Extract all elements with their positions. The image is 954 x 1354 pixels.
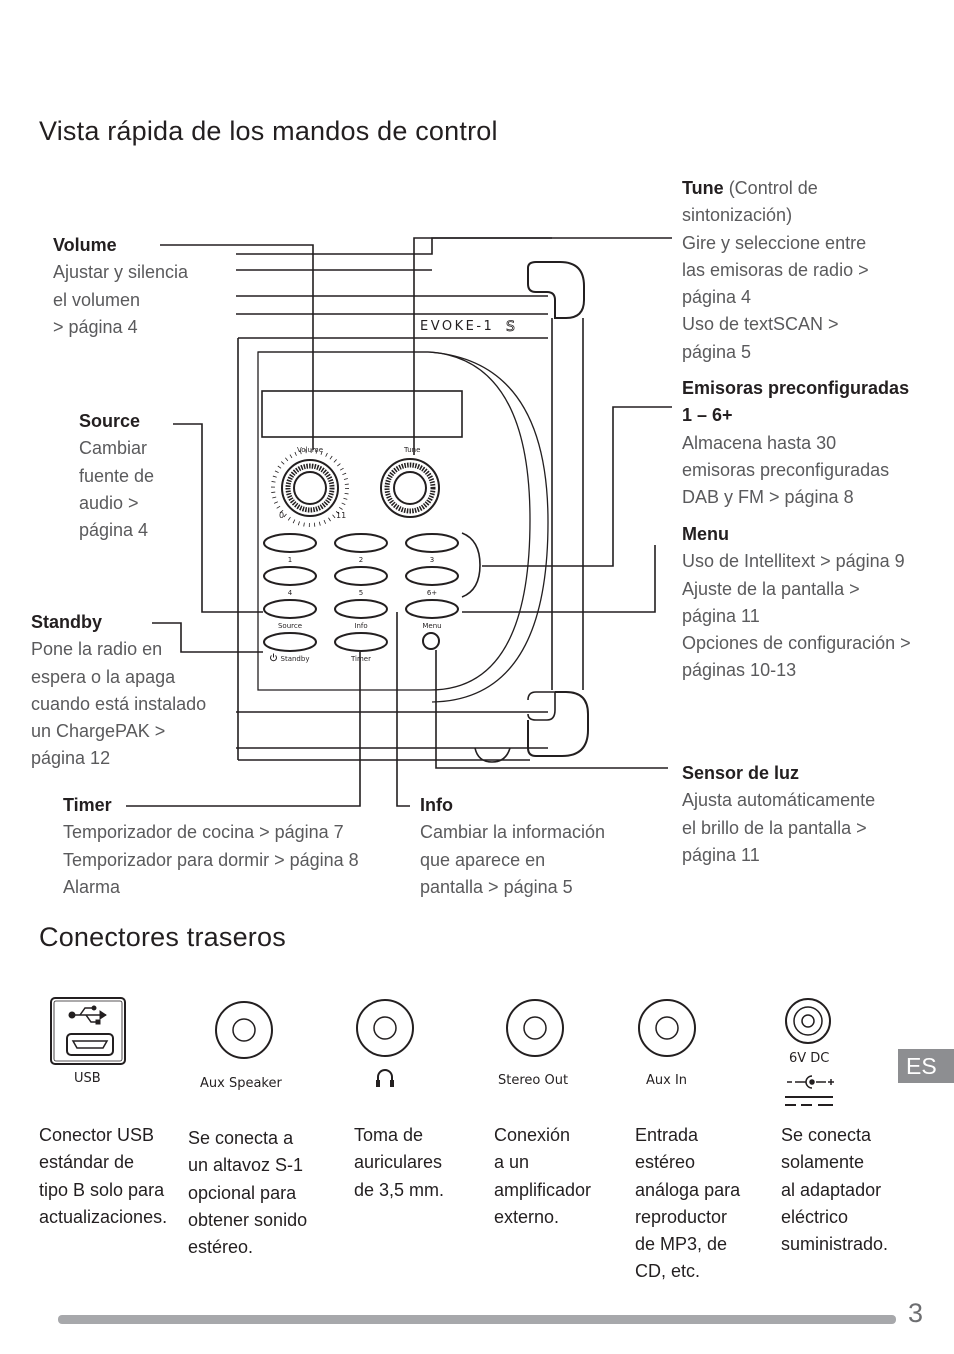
preset-4-button[interactable] xyxy=(263,566,317,586)
info-button[interactable] xyxy=(334,599,388,619)
preset-3-button[interactable] xyxy=(405,533,459,553)
footer-bar xyxy=(58,1315,896,1324)
volume-scale-max: 11 xyxy=(336,511,346,520)
presets-callout-desc: Almacena hasta 30 emisoras preconfigurad… xyxy=(682,432,890,508)
light-sensor-callout: Sensor de luz Ajusta automáticamente el … xyxy=(682,760,875,869)
info-callout-desc: Cambiar la información que aparece en pa… xyxy=(420,822,606,897)
source-callout: Source Cambiar fuente de audio > página … xyxy=(79,408,154,544)
preset-number: 5 xyxy=(359,589,363,597)
tune-callout-desc-inline: (Control de xyxy=(728,178,818,198)
aux-speaker-jack-icon xyxy=(215,1001,273,1059)
dc-desc: Se conecta solamente al adaptador eléctr… xyxy=(781,1125,889,1255)
source-leader-line xyxy=(173,423,263,613)
aux-speaker-desc: Se conecta a un altavoz S-1 opcional par… xyxy=(188,1128,308,1258)
headphone-jack-icon xyxy=(356,999,414,1057)
preset-1-button[interactable] xyxy=(263,533,317,553)
radio-brand: EVOKE-1 xyxy=(420,319,494,334)
volume-leader-line xyxy=(160,244,314,450)
dc-polarity-icon xyxy=(785,1075,834,1106)
aux-in-label: Aux In xyxy=(646,1073,688,1088)
volume-callout: Volume Ajustar y silencia el volumen > p… xyxy=(53,232,188,341)
usb-label: USB xyxy=(74,1071,101,1086)
usb-port-icon xyxy=(50,997,126,1065)
timer-button[interactable] xyxy=(334,632,388,652)
connectors-section-title: Conectores traseros xyxy=(39,922,286,952)
timer-callout-title: Timer xyxy=(63,795,112,815)
tune-callout-desc: sintonización) Gire y seleccione entre l… xyxy=(682,205,869,362)
aux-speaker-label: Aux Speaker xyxy=(200,1076,282,1091)
preset-number: 1 xyxy=(288,556,292,564)
headphone-desc: Toma de auriculares de 3,5 mm. xyxy=(354,1125,445,1200)
page-number: 3 xyxy=(908,1298,924,1328)
tune-callout-title: Tune xyxy=(682,178,724,198)
tune-knob-label: Tune xyxy=(403,446,420,454)
volume-callout-desc: Ajustar y silencia el volumen > página 4 xyxy=(53,262,189,337)
headphone-icon xyxy=(376,1069,394,1087)
presets-leader-line xyxy=(482,406,672,567)
standby-button[interactable] xyxy=(263,632,317,652)
language-tab: ES xyxy=(898,1049,954,1083)
source-button-label: Source xyxy=(278,622,302,630)
volume-scale-min: 0 xyxy=(279,511,284,520)
dc-label: 6V DC xyxy=(789,1051,830,1066)
preset-6-button[interactable] xyxy=(405,566,459,586)
menu-button-label: Menu xyxy=(422,622,441,630)
standby-callout: Standby Pone la radio en espera o la apa… xyxy=(31,609,206,773)
info-leader-line xyxy=(396,612,410,807)
aux-in-desc: Entrada estéreo análoga para reproductor… xyxy=(635,1125,741,1282)
menu-callout-title: Menu xyxy=(682,524,729,544)
light-sensor-callout-title: Sensor de luz xyxy=(682,763,800,783)
preset-5-button[interactable] xyxy=(334,566,388,586)
source-button[interactable] xyxy=(263,599,317,619)
standby-button-label: Standby xyxy=(281,655,310,663)
menu-callout-desc: Uso de Intellitext > página 9 Ajuste de … xyxy=(682,551,911,681)
preset-number: 6+ xyxy=(427,589,437,597)
volume-knob[interactable] xyxy=(271,449,349,527)
volume-knob-label: Volume xyxy=(297,446,323,454)
timer-callout-desc: Temporizador de cocina > página 7 Tempor… xyxy=(63,822,359,897)
stereo-out-label: Stereo Out xyxy=(498,1073,569,1088)
controls-section-title: Vista rápida de los mandos de control xyxy=(39,116,498,146)
presets-callout-title: Emisoras preconfiguradas 1 – 6+ xyxy=(682,378,910,426)
tune-knob[interactable] xyxy=(380,458,440,518)
radio-diagram: EVOKE-1 S Volume Tune 0 11 1 2 3 4 5 6+ xyxy=(126,237,672,807)
dc-power-jack-icon xyxy=(785,998,831,1044)
standby-callout-desc: Pone la radio en espera o la apaga cuand… xyxy=(31,639,207,769)
menu-button[interactable] xyxy=(405,599,459,619)
preset-number: 3 xyxy=(430,556,434,564)
aux-in-jack-icon xyxy=(638,999,696,1057)
presets-callout: Emisoras preconfiguradas 1 – 6+ Almacena… xyxy=(682,375,909,511)
info-callout-title: Info xyxy=(420,795,453,815)
power-icon xyxy=(270,653,277,662)
info-callout: Info Cambiar la información que aparece … xyxy=(420,792,605,901)
light-sensor-callout-desc: Ajusta automáticamente el brillo de la p… xyxy=(682,790,876,865)
stereo-out-desc: Conexión a un amplificador externo. xyxy=(494,1125,592,1227)
timer-leader-line xyxy=(126,652,361,807)
timer-callout: Timer Temporizador de cocina > página 7 … xyxy=(63,792,359,901)
menu-callout: Menu Uso de Intellitext > página 9 Ajust… xyxy=(682,521,911,685)
light-sensor-leader-line xyxy=(435,650,668,769)
tune-leader-line xyxy=(413,237,672,455)
standby-callout-title: Standby xyxy=(31,612,103,632)
source-callout-desc: Cambiar fuente de audio > página 4 xyxy=(79,438,155,541)
radio-brand-suffix: S xyxy=(506,319,515,335)
preset-number: 2 xyxy=(359,556,363,564)
preset-2-button[interactable] xyxy=(334,533,388,553)
connector-icons xyxy=(50,997,834,1106)
tune-callout: Tune (Control de sintonización) Gire y s… xyxy=(682,175,869,366)
volume-callout-title: Volume xyxy=(53,235,117,255)
preset-number: 4 xyxy=(288,589,293,597)
usb-desc: Conector USB estándar de tipo B solo par… xyxy=(39,1125,168,1227)
standby-leader-line xyxy=(152,622,263,653)
source-callout-title: Source xyxy=(79,411,141,431)
info-button-label: Info xyxy=(354,622,367,630)
light-sensor xyxy=(422,632,440,650)
menu-leader-line xyxy=(462,545,656,613)
stereo-out-jack-icon xyxy=(506,999,564,1057)
